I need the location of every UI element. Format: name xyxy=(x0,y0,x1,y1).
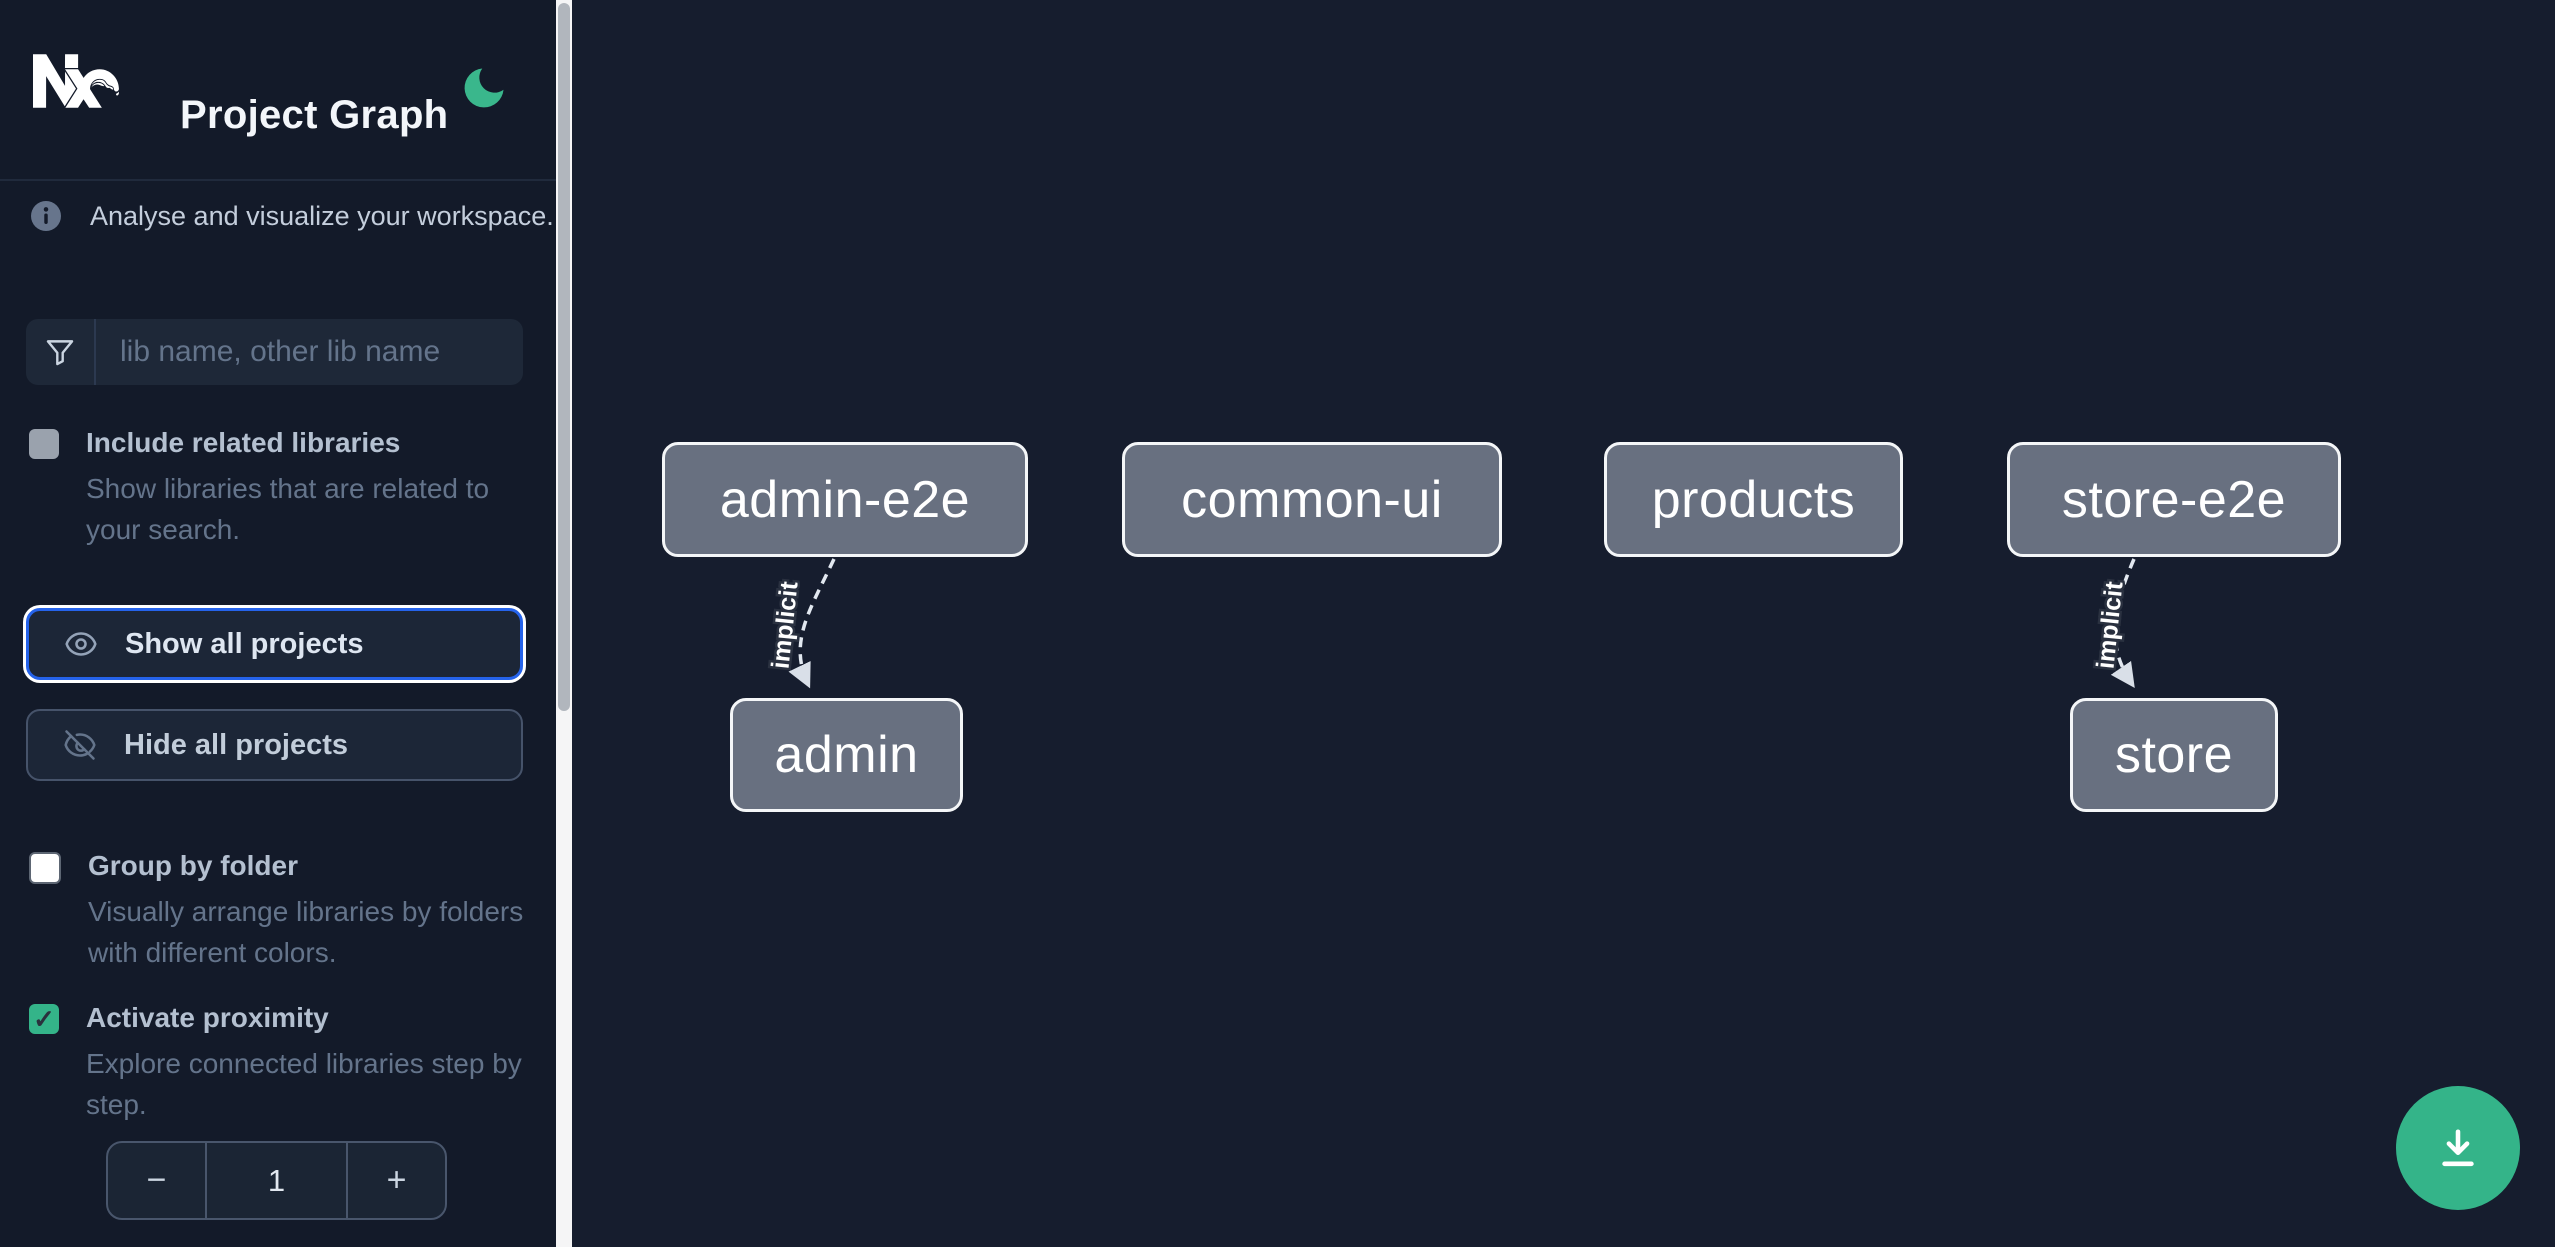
show-all-projects-label: Show all projects xyxy=(125,627,364,660)
sidebar: Project Graph Analyse and visualize your… xyxy=(0,0,572,1247)
graph-node-store-e2e[interactable]: store-e2e xyxy=(2007,442,2341,557)
edge-label-implicit: implicit xyxy=(2092,580,2129,671)
eye-icon xyxy=(65,632,97,656)
download-graph-button[interactable] xyxy=(2396,1086,2520,1210)
hide-all-projects-button[interactable]: Hide all projects xyxy=(26,709,523,781)
eye-off-icon xyxy=(64,730,96,760)
graph-node-store[interactable]: store xyxy=(2070,698,2278,812)
search-box xyxy=(26,319,523,385)
sidebar-scrollbar-thumb[interactable] xyxy=(558,3,570,711)
proximity-decrement-button[interactable]: − xyxy=(108,1143,207,1218)
activate-proximity-checkbox[interactable]: ✓ xyxy=(29,1004,59,1034)
proximity-depth-stepper: − 1 + xyxy=(106,1141,447,1220)
project-graph-canvas[interactable]: implicit implicit admin-e2e common-ui pr… xyxy=(572,0,2555,1247)
header-divider xyxy=(0,179,556,181)
option-activate-proximity: ✓ Activate proximity Explore connected l… xyxy=(29,1002,529,1125)
option-description: Show libraries that are related to your … xyxy=(86,473,490,545)
theme-toggle-button[interactable] xyxy=(458,62,510,114)
edge-store-e2e-to-store xyxy=(2110,558,2136,689)
filter-funnel-icon xyxy=(26,319,96,385)
proximity-depth-value: 1 xyxy=(267,1162,286,1198)
group-by-folder-checkbox[interactable] xyxy=(29,852,61,884)
node-label: products xyxy=(1651,470,1856,529)
graph-node-common-ui[interactable]: common-ui xyxy=(1122,442,1502,557)
option-label: Include related libraries xyxy=(86,427,401,458)
option-include-related-libraries: Include related libraries Show libraries… xyxy=(29,427,529,550)
moon-icon xyxy=(464,68,504,108)
node-label: store xyxy=(2114,726,2234,784)
page-title: Project Graph xyxy=(180,92,449,137)
edge-label-implicit: implicit xyxy=(767,580,804,671)
graph-node-admin-e2e[interactable]: admin-e2e xyxy=(662,442,1028,557)
include-related-libraries-checkbox[interactable] xyxy=(29,429,59,459)
graph-node-products[interactable]: products xyxy=(1604,442,1903,557)
option-description: Explore connected libraries step by step… xyxy=(86,1048,522,1120)
node-label: store-e2e xyxy=(2061,470,2287,529)
hide-all-projects-label: Hide all projects xyxy=(124,728,349,761)
option-label: Activate proximity xyxy=(86,1002,329,1033)
node-label: admin xyxy=(774,726,919,784)
option-group-by-folder: Group by folder Visually arrange librari… xyxy=(29,850,529,973)
download-icon xyxy=(2442,1129,2474,1167)
option-description: Visually arrange libraries by folders wi… xyxy=(88,896,524,968)
graph-edges-layer: implicit implicit xyxy=(764,558,2136,689)
node-label: admin-e2e xyxy=(719,470,971,529)
edge-admin-e2e-to-admin xyxy=(788,558,836,689)
option-label: Group by folder xyxy=(88,850,298,881)
node-label: common-ui xyxy=(1181,470,1443,529)
show-all-projects-button[interactable]: Show all projects xyxy=(26,608,523,680)
workspace-tagline: Analyse and visualize your workspace. xyxy=(90,200,554,231)
workspace-tagline-row: Analyse and visualize your workspace. xyxy=(28,198,554,234)
sidebar-scrollbar-track xyxy=(556,0,572,1247)
search-input[interactable] xyxy=(96,319,523,385)
nx-logo-icon xyxy=(33,54,120,108)
proximity-increment-button[interactable]: + xyxy=(346,1143,445,1218)
graph-node-admin[interactable]: admin xyxy=(730,698,963,812)
info-icon xyxy=(31,201,61,231)
check-icon: ✓ xyxy=(33,1004,55,1034)
